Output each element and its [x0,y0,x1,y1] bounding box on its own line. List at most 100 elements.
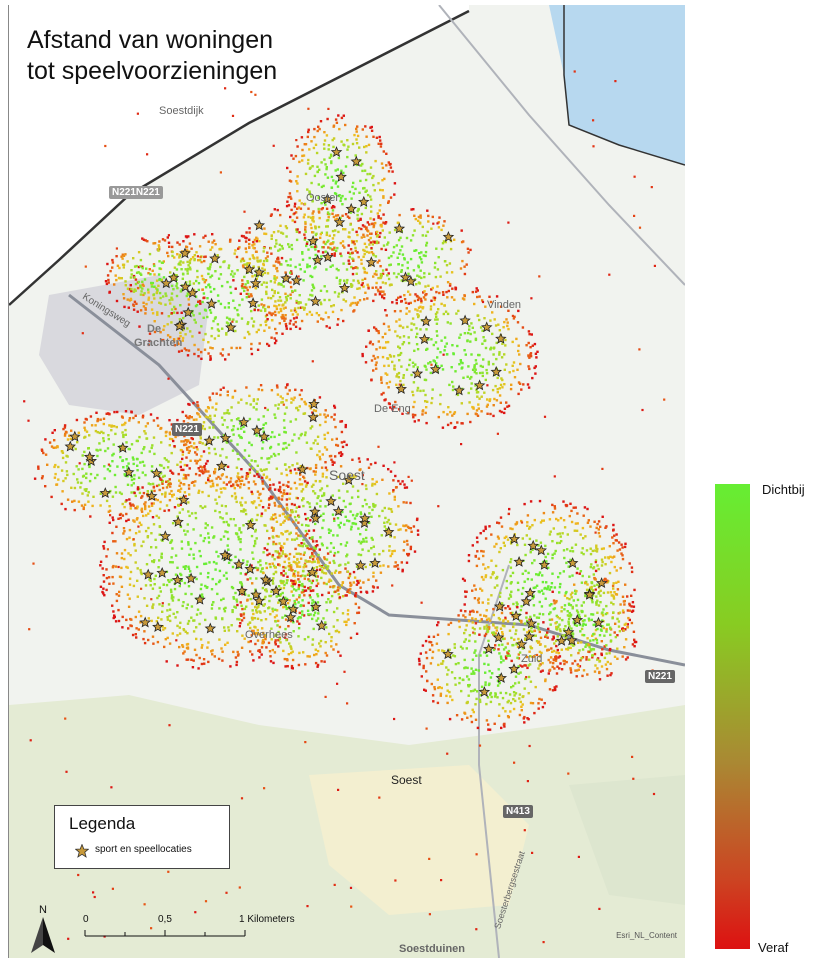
housing-dot [227,322,230,325]
housing-dot [238,625,241,628]
map-frame[interactable]: Afstand van woningen tot speelvoorzienin… [8,5,685,958]
housing-dot [186,523,189,526]
housing-dot [338,451,341,455]
housing-dot [398,346,401,350]
housing-dot [111,575,114,579]
housing-dot [197,288,200,292]
housing-dot [37,467,40,470]
housing-dot [483,614,486,617]
housing-dot [115,552,119,555]
housing-dot [306,241,309,244]
housing-dot [594,637,598,640]
housing-dot [365,503,368,506]
housing-dot [236,427,240,431]
housing-dot [252,324,255,327]
housing-dot [282,419,286,422]
housing-dot [496,376,499,380]
housing-dot [474,622,478,625]
housing-dot [301,488,305,491]
housing-dot [290,566,293,569]
housing-dot [186,260,189,264]
housing-dot [595,595,598,598]
housing-dot [355,127,358,131]
housing-dot [260,619,263,622]
housing-dot [345,623,348,627]
housing-dot [255,402,258,405]
housing-dot [282,483,285,487]
housing-dot [111,460,114,463]
housing-dot [497,668,500,671]
housing-dot [498,595,502,598]
housing-dot [234,287,237,290]
housing-dot [451,344,454,347]
housing-dot [66,498,70,501]
housing-dot [416,313,419,316]
housing-dot [332,179,335,182]
housing-dot [170,556,173,559]
housing-dot [397,376,400,379]
housing-dot [397,505,400,508]
housing-dot [64,430,68,434]
housing-dot [207,341,210,344]
housing-dot [398,324,401,328]
housing-dot [408,363,411,367]
housing-dot [474,640,477,643]
housing-dot [284,605,287,608]
housing-dot [123,423,126,426]
housing-dot [154,546,158,549]
housing-dot [297,627,301,630]
housing-dot [274,278,277,281]
housing-dot [176,341,179,344]
housing-dot [55,483,59,486]
housing-dot [415,294,419,298]
housing-dot [292,398,295,402]
housing-dot [361,278,364,282]
housing-dot [509,593,512,596]
housing-dot [296,190,299,193]
housing-dot [450,296,454,299]
housing-dot [529,701,533,705]
housing-dot [296,175,299,178]
housing-dot [265,562,268,565]
housing-dot [523,543,527,546]
housing-dot [393,182,397,185]
housing-dot [557,519,560,522]
housing-dot [502,326,505,329]
housing-dot [292,317,296,320]
housing-dot [284,665,287,668]
housing-dot [176,566,179,569]
housing-dot [310,313,314,316]
housing-dot [263,227,266,230]
housing-dot [244,240,248,243]
housing-dot [275,609,279,612]
housing-dot [412,323,416,326]
housing-dot [527,355,530,358]
housing-dot [313,135,316,139]
housing-dot [265,590,268,593]
housing-dot [249,650,252,653]
housing-dot [518,640,521,644]
housing-dot [554,655,557,659]
housing-dot [461,366,464,369]
housing-dot [318,455,321,459]
housing-dot [189,570,192,573]
housing-dot [235,320,238,323]
housing-dot [155,484,159,488]
housing-dot [406,525,410,529]
housing-dot [193,254,196,257]
housing-dot [302,497,305,500]
housing-dot [196,404,200,408]
housing-dot [242,265,245,269]
housing-dot [461,361,464,365]
housing-dot [439,694,442,697]
housing-dot [499,547,502,550]
housing-dot [219,302,223,306]
housing-dot [326,225,329,228]
housing-dot [303,308,306,311]
housing-dot [283,463,287,466]
housing-dot [546,648,549,652]
housing-dot [293,307,297,310]
housing-dot [412,405,415,409]
housing-dot [446,321,449,324]
housing-dot [471,326,474,329]
